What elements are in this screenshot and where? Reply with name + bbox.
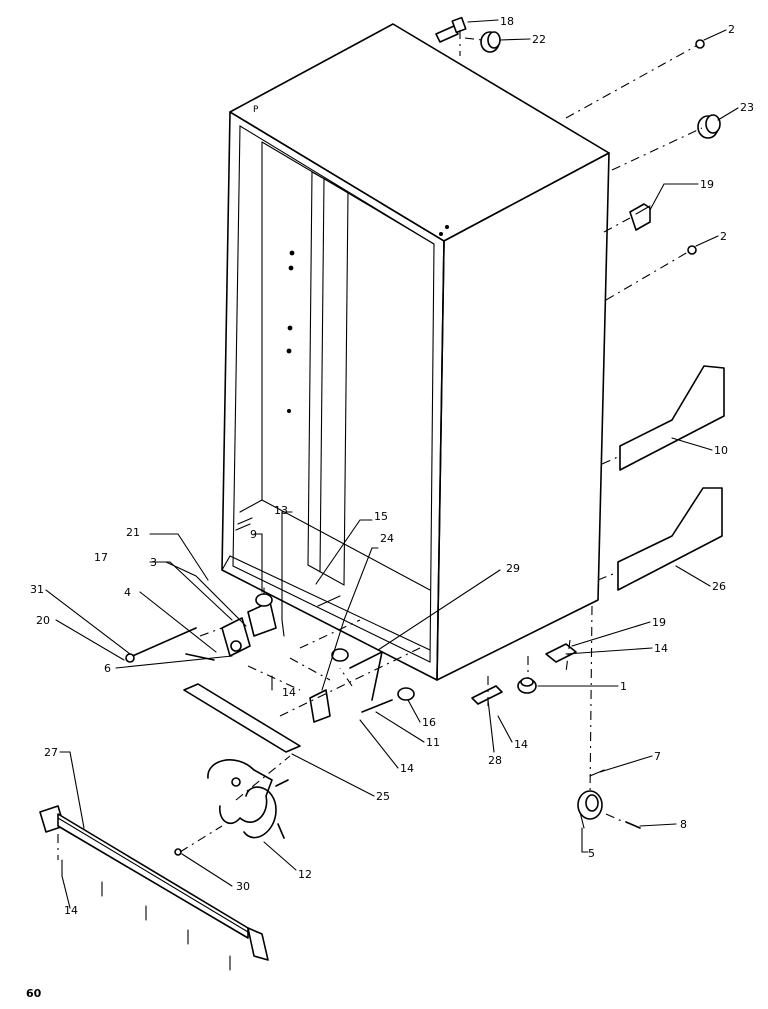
callout-19-upper: 19 xyxy=(700,178,714,191)
cabinet-side xyxy=(436,152,610,681)
side-parts xyxy=(435,16,725,829)
callout-17: 17 xyxy=(94,551,108,564)
part-16 xyxy=(397,687,415,701)
part-23 xyxy=(697,114,721,139)
part-2-upper xyxy=(695,39,705,49)
callout-14-mid: 14 xyxy=(400,762,414,775)
part-28 xyxy=(471,685,503,705)
callout-12: 12 xyxy=(298,868,312,881)
part-26-panel xyxy=(617,487,723,591)
callout-13: 13 xyxy=(274,504,288,517)
front-parts xyxy=(39,587,415,971)
callout-16: 16 xyxy=(422,716,436,729)
callout-1: 1 xyxy=(620,680,627,693)
cabinet-front-frame xyxy=(221,111,445,681)
part-29 xyxy=(349,651,383,701)
callout-5: 5 xyxy=(588,847,595,860)
part-5 xyxy=(577,790,603,829)
part-11 xyxy=(361,699,393,713)
callout-19-lower: 19 xyxy=(652,616,666,629)
callout-20: 20 xyxy=(36,614,50,627)
part-2-lower xyxy=(687,245,697,255)
part-24 xyxy=(331,648,349,662)
callout-22: 22 xyxy=(532,33,546,46)
part-13 xyxy=(281,619,285,637)
svg-text:P: P xyxy=(253,105,259,115)
callout-31: 31 xyxy=(30,583,44,596)
part-15 xyxy=(317,595,341,607)
callout-29: 29 xyxy=(506,562,520,575)
callout-24: 24 xyxy=(380,532,394,545)
part-18 xyxy=(435,16,467,43)
callout-30: 30 xyxy=(236,880,250,893)
callout-9: 9 xyxy=(250,528,257,541)
part-25 xyxy=(183,683,301,753)
callout-27: 27 xyxy=(44,746,58,759)
callout-2-lower: 2 xyxy=(720,230,727,243)
callout-8: 8 xyxy=(680,818,687,831)
part-20 xyxy=(127,627,197,659)
callout-labels: 18 22 2 23 19 2 10 26 19 14 1 7 8 5 14 2… xyxy=(30,15,754,917)
part-19-lower xyxy=(545,643,577,663)
callout-2-upper: 2 xyxy=(728,23,735,36)
callout-4: 4 xyxy=(124,586,131,599)
part-9 xyxy=(255,587,273,607)
callout-21: 21 xyxy=(126,526,140,539)
part-3 xyxy=(247,601,277,637)
part-27-grille xyxy=(39,805,269,961)
assembly-lines xyxy=(57,30,703,860)
part-19-upper xyxy=(629,203,651,231)
part-6-hinge xyxy=(221,617,251,657)
callout-15: 15 xyxy=(374,510,388,523)
part-8 xyxy=(625,821,641,829)
callout-28: 28 xyxy=(488,754,502,767)
part-4 xyxy=(185,653,215,661)
callout-26: 26 xyxy=(712,580,726,593)
callout-23: 23 xyxy=(740,101,754,114)
part-hinge-lower xyxy=(309,689,331,723)
part-10-panel xyxy=(619,365,725,471)
callout-7: 7 xyxy=(654,750,661,763)
leader-lines xyxy=(45,19,739,909)
callout-10: 10 xyxy=(714,444,728,457)
callout-14-right: 14 xyxy=(654,642,668,655)
part-1 xyxy=(517,677,537,694)
callout-18: 18 xyxy=(500,15,514,28)
grille-screws xyxy=(61,859,231,971)
page-number: 60 xyxy=(26,987,42,1000)
callout-14-center: 14 xyxy=(282,686,296,699)
callout-11: 11 xyxy=(426,736,440,749)
cabinet: P xyxy=(221,23,610,681)
part-12 xyxy=(207,759,289,839)
callout-3: 3 xyxy=(150,556,157,569)
callout-25: 25 xyxy=(376,790,390,803)
part-22 xyxy=(480,31,501,53)
callout-14-left: 14 xyxy=(64,904,78,917)
callout-6: 6 xyxy=(104,662,111,675)
callout-14-mid-right: 14 xyxy=(514,738,528,751)
